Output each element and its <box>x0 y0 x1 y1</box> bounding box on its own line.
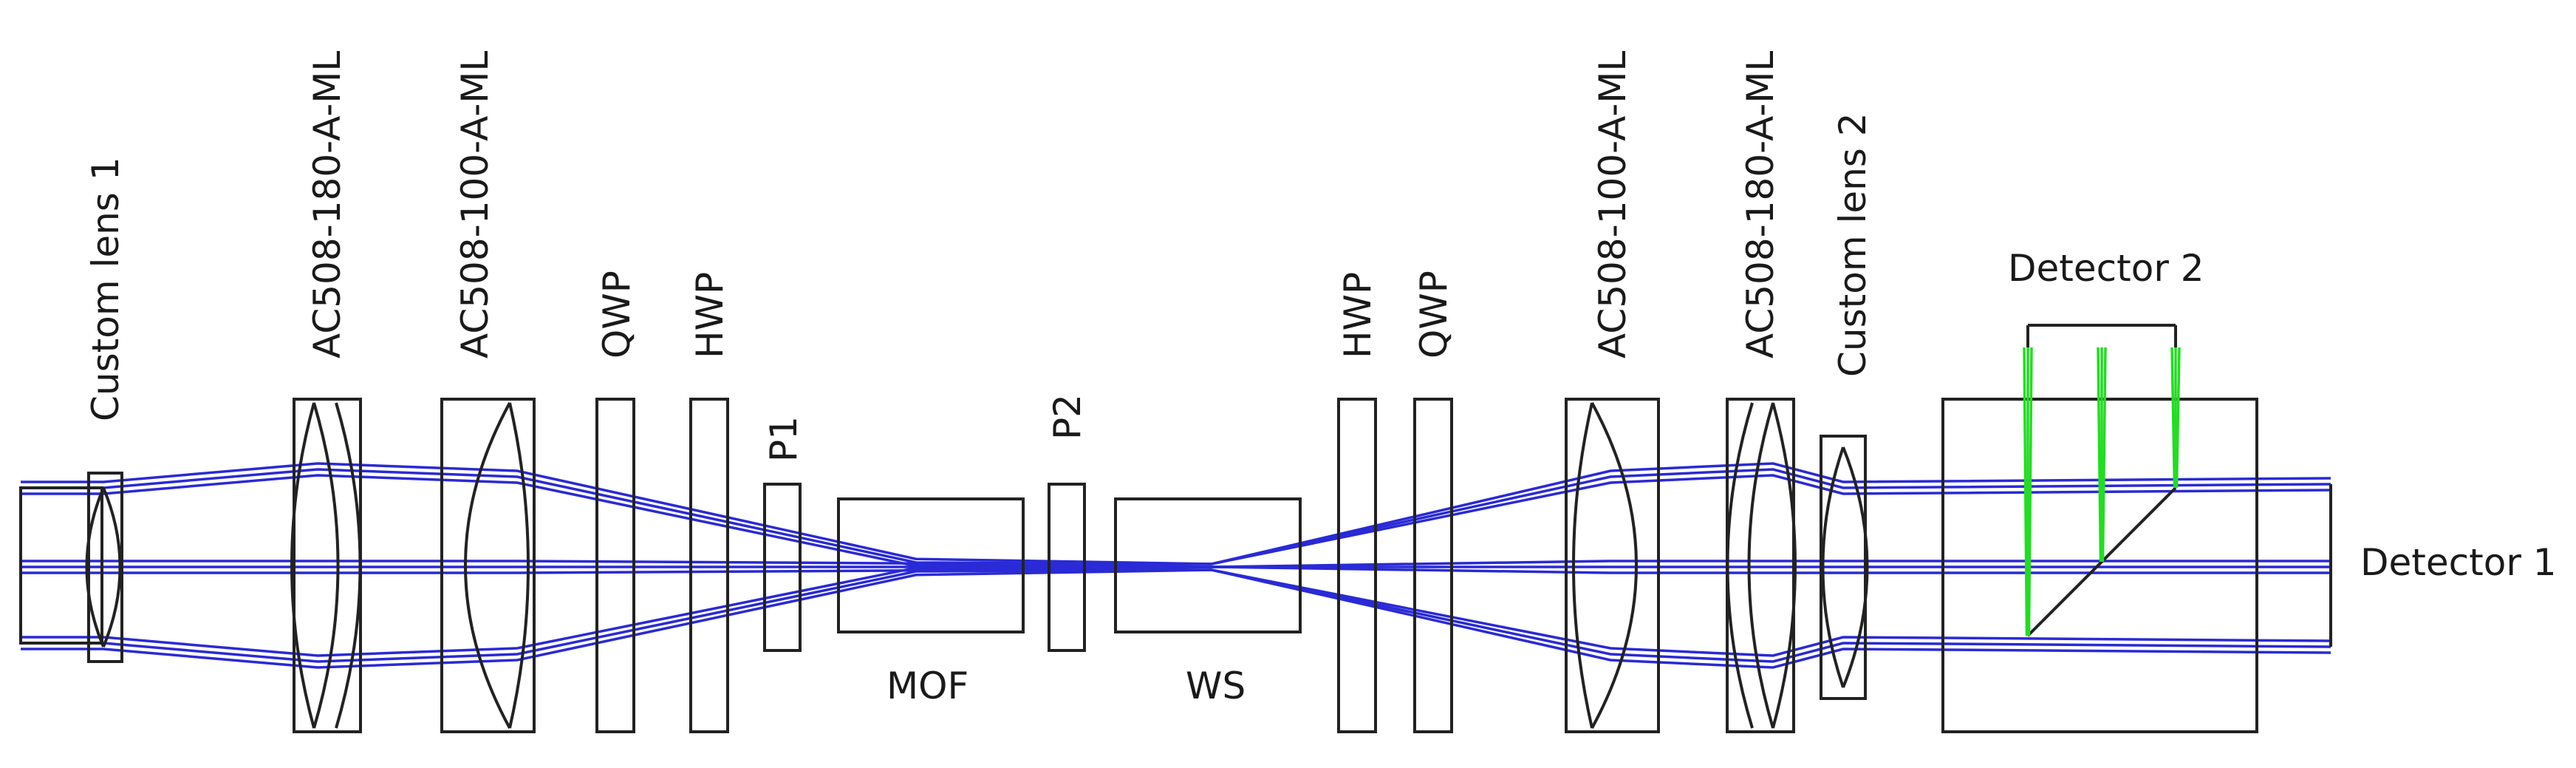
ac508-100-lens-right <box>1565 398 1660 733</box>
label-qwp-right: QWP <box>1412 271 1455 358</box>
qwp-plate-right <box>1413 398 1453 733</box>
label-ac508-100-left: AC508-100-A-ML <box>454 51 496 358</box>
label-ac508-180-left: AC508-180-A-ML <box>306 51 349 358</box>
p1-element <box>763 483 802 652</box>
ws-element <box>1114 497 1302 633</box>
blue-ray <box>21 462 2331 565</box>
label-ac508-180-right: AC508-180-A-ML <box>1739 51 1782 358</box>
label-p2: P2 <box>1046 394 1089 440</box>
source-block <box>19 486 103 645</box>
label-detector-1: Detector 1 <box>2360 541 2557 584</box>
label-mof: MOF <box>886 665 968 707</box>
green-ray <box>2170 347 2176 489</box>
label-hwp-left: HWP <box>689 272 731 358</box>
blue-ray <box>21 468 2331 565</box>
p2-element <box>1048 483 1086 652</box>
blue-ray-bundle <box>21 462 2331 669</box>
label-custom-lens-1: Custom lens 1 <box>84 157 127 421</box>
label-custom-lens-2: Custom lens 2 <box>1831 112 1874 377</box>
green-ray <box>2175 347 2181 489</box>
label-detector-2: Detector 2 <box>2008 247 2204 290</box>
detector-2-bracket <box>2026 324 2177 347</box>
blue-ray <box>21 568 2331 669</box>
custom-lens-1 <box>85 472 123 663</box>
mof-element <box>837 497 1025 633</box>
green-ray <box>2027 347 2033 636</box>
green-ray <box>2097 347 2102 563</box>
label-p1: P1 <box>762 416 805 462</box>
qwp-plate-left <box>595 398 635 733</box>
label-qwp-left: QWP <box>595 271 638 358</box>
hwp-plate-right <box>1337 398 1377 733</box>
ac508-180-lens-right <box>1726 398 1797 733</box>
blue-ray <box>21 568 2331 663</box>
ac508-100-lens-left <box>440 398 536 733</box>
green-ray <box>2101 347 2107 563</box>
label-ac508-100-right: AC508-100-A-ML <box>1591 51 1634 358</box>
green-ray-bundle <box>2023 347 2181 636</box>
ac508-180-lens-left <box>290 398 362 733</box>
label-ws: WS <box>1186 665 1246 707</box>
blue-ray <box>21 560 2331 568</box>
blue-ray <box>21 566 2331 657</box>
label-hwp-right: HWP <box>1336 272 1379 358</box>
green-ray <box>2023 347 2029 636</box>
hwp-plate-left <box>689 398 729 733</box>
blue-ray <box>21 474 2331 568</box>
custom-lens-2 <box>1820 435 1869 700</box>
